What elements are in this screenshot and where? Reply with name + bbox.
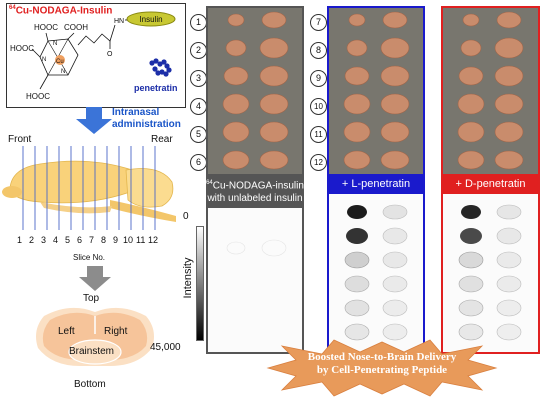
admin-line1: Intranasal — [112, 107, 160, 118]
intensity-min: 0 — [183, 211, 189, 222]
brainstem-label: Brainstem — [69, 346, 115, 357]
slice-num: 6 — [77, 235, 83, 245]
slice-lines — [22, 146, 156, 230]
hooc-left: HOOC — [10, 44, 34, 53]
admin-arrow-icon — [76, 107, 112, 134]
autorad-slices-control — [226, 239, 287, 257]
slice-id-circle: 12 — [310, 154, 327, 171]
slice-id-column-right: 7 8 9 10 11 12 — [310, 14, 328, 174]
front-label: Front — [8, 134, 32, 145]
autorad-slices-l — [344, 204, 408, 341]
panel-label-line2: with unlabeled insulin — [207, 193, 303, 205]
olfactory-bulb — [2, 186, 22, 198]
banner-line2: by Cell-Penetrating Peptide — [316, 364, 448, 376]
slice-id-circle: 6 — [190, 154, 207, 171]
slice-num: 12 — [148, 235, 159, 245]
o-label: O — [107, 51, 113, 58]
photo-panel-control — [208, 8, 302, 174]
slice-num: 8 — [101, 235, 107, 245]
bottom-label: Bottom — [74, 379, 106, 390]
banner-line1: Boosted Nose-to-Brain Delivery — [307, 351, 457, 363]
slice-num: 4 — [53, 235, 59, 245]
coronal-brain — [36, 307, 154, 366]
panel-label-line1: Cu-NODAGA-insulin — [212, 180, 304, 192]
slice-num: 5 — [65, 235, 71, 245]
panel-label-l-penetratin: + L-penetratin — [327, 174, 425, 194]
n-top: N — [53, 41, 57, 47]
cerebrum — [9, 160, 136, 204]
autorad-slices-d — [458, 204, 522, 341]
slice-num: 2 — [29, 235, 35, 245]
top-label: Top — [83, 293, 100, 304]
left-label: Left — [58, 326, 75, 337]
panel-label-sup: 64 — [206, 180, 213, 186]
slice-id-circle: 8 — [310, 42, 327, 59]
insulin-label: Insulin — [139, 15, 162, 24]
admin-line2: administration — [112, 119, 181, 130]
structure-title: 64Cu-NODAGA-Insulin — [9, 5, 112, 16]
title-superscript: 64 — [9, 5, 16, 11]
slice-id-circle: 10 — [310, 98, 327, 115]
insulin-ellipse — [126, 11, 176, 27]
hooc-top-left: HOOC — [34, 23, 58, 32]
slice-num: 3 — [41, 235, 47, 245]
banner-starburst — [266, 339, 498, 397]
slice-id-circle: 1 — [190, 14, 207, 31]
slice-num: 7 — [89, 235, 95, 245]
title-main: Cu-NODAGA-Insulin — [15, 5, 113, 17]
slice-id-circle: 2 — [190, 42, 207, 59]
slice-no-label: Slice No. — [73, 253, 106, 262]
penetratin-label: penetratin — [134, 83, 178, 93]
structure-diagram: Insulin HN O N N N Cu HOOC HOOC HOOC COO… — [10, 11, 178, 101]
rear-label: Rear — [151, 134, 173, 145]
slice-id-circle: 3 — [190, 70, 207, 87]
intensity-colorbar — [196, 226, 204, 341]
slice-num: 10 — [123, 235, 134, 245]
photo-slices-l — [343, 11, 410, 170]
cu-label: Cu — [56, 59, 64, 65]
banner-text: Boosted Nose-to-Brain Delivery by Cell-P… — [282, 351, 482, 377]
intensity-max: 45,000 — [150, 342, 181, 353]
linker-chain — [77, 24, 116, 46]
panel-label-control: 64Cu-NODAGA-insulin with unlabeled insul… — [206, 174, 304, 208]
slice-num: 11 — [136, 235, 146, 245]
slice-num: 9 — [113, 235, 119, 245]
autorad-panel-control — [208, 208, 302, 352]
slice-num: 1 — [17, 235, 23, 245]
photo-slices-control — [222, 11, 289, 170]
slice-numbers: 1 2 3 4 5 6 7 8 9 10 11 12 — [17, 235, 187, 247]
slice-id-circle: 5 — [190, 126, 207, 143]
photo-slices-d — [457, 11, 524, 170]
right-label: Right — [104, 326, 128, 337]
photo-panel-l — [329, 8, 423, 174]
n-left: N — [42, 57, 46, 63]
slice-id-circle: 7 — [310, 14, 327, 31]
slice-id-circle: 4 — [190, 98, 207, 115]
slice-id-circle: 9 — [310, 70, 327, 87]
panel-label-d-penetratin: + D-penetratin — [441, 174, 540, 194]
side-brain — [2, 146, 176, 230]
photo-panel-d — [443, 8, 538, 174]
cu-atom — [55, 55, 65, 65]
hn-label: HN — [114, 18, 124, 25]
hooc-bottom: HOOC — [26, 92, 50, 101]
admin-text: Intranasal administration — [112, 107, 181, 131]
slice-id-circle: 11 — [310, 126, 327, 143]
autorad-panel-l — [329, 194, 423, 352]
intensity-label: Intensity — [182, 257, 194, 299]
n-bottom: N — [61, 69, 65, 75]
autorad-panel-d — [443, 194, 538, 352]
penetratin-blobs — [149, 58, 172, 77]
brainstem-oval — [68, 339, 122, 365]
cerebellum — [125, 168, 174, 208]
gray-down-arrow-icon — [79, 266, 111, 291]
cooh-top: COOH — [64, 23, 88, 32]
